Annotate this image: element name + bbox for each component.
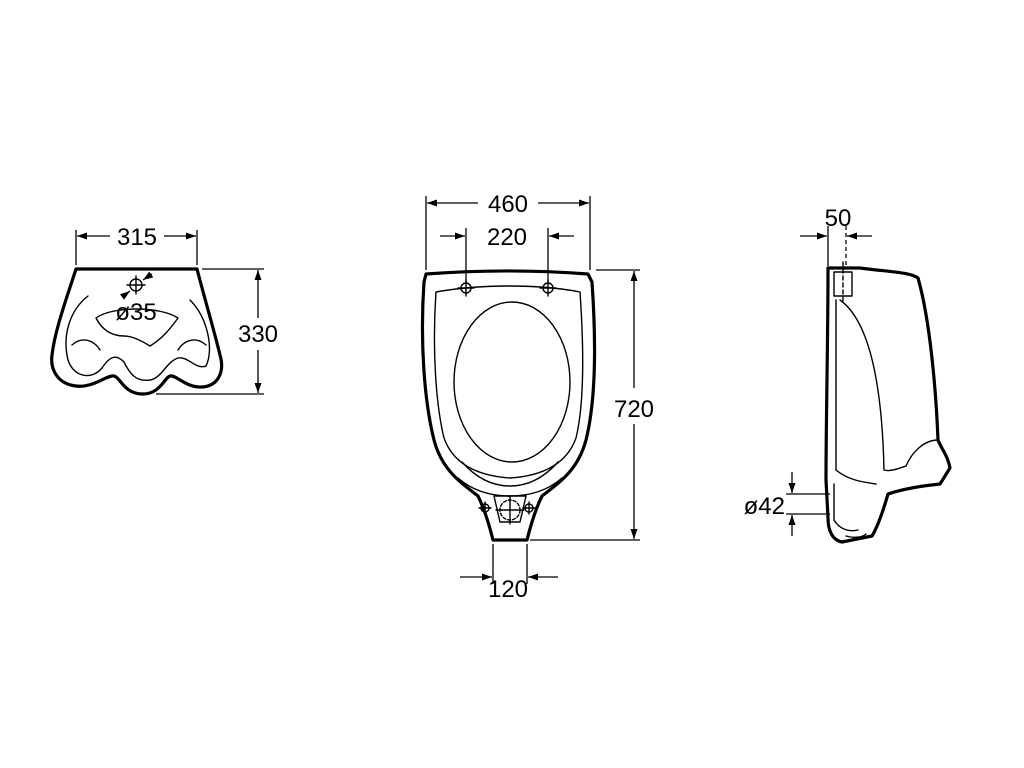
side-view: 50 ø42 (744, 205, 952, 544)
front-width-label: 460 (488, 191, 528, 218)
top-hole-symbol (126, 275, 146, 295)
side-view-body (824, 261, 952, 544)
hole-arrow-right (142, 271, 154, 281)
top-width-label: 315 (117, 224, 157, 251)
top-hole-label: ø35 (115, 299, 156, 326)
front-outlet-symbol (478, 495, 536, 525)
front-outlet-label: 120 (488, 576, 528, 603)
side-outlet-label: ø42 (744, 493, 785, 520)
top-view: ø35 315 330 (50, 224, 278, 396)
front-bolt-holes (457, 279, 557, 297)
side-inlet-label: 50 (825, 205, 852, 232)
front-holes-label: 220 (487, 224, 527, 251)
front-view: 460 220 720 120 (420, 191, 654, 603)
top-view-body (50, 267, 224, 396)
front-height-label: 720 (614, 396, 654, 423)
hole-arrow-left (119, 290, 131, 300)
top-depth-label: 330 (238, 321, 278, 348)
